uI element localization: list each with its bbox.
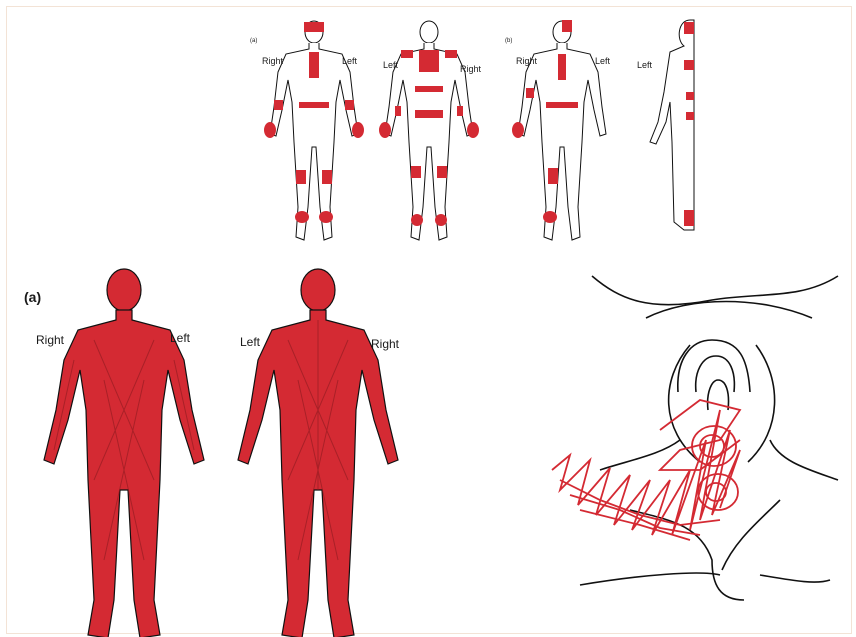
bottom-left-panel: (a) Right Left Left Right: [24, 269, 400, 637]
top-fig2-left-label: Left: [383, 60, 399, 70]
pelvic-drawing: [580, 276, 838, 600]
back-right-label: Right: [371, 337, 400, 351]
top-figure-1: [264, 21, 364, 240]
front-body-figure: [44, 269, 204, 637]
back-body-figure: [238, 269, 398, 637]
top-fig3-left-label: Left: [595, 56, 611, 66]
top-fig1-left-label: Left: [342, 56, 358, 66]
panel-a-label: (a): [24, 289, 41, 305]
top-fig2-right-label: Right: [460, 64, 482, 74]
top-figure-2: [379, 21, 479, 240]
back-left-label: Left: [240, 335, 261, 349]
top-fig3-right-label: Right: [516, 56, 538, 66]
top-figure-4: [650, 20, 694, 230]
top-panel-marker-a: (a): [250, 38, 257, 44]
top-figure-3: [512, 20, 606, 240]
top-fig1-right-label: Right: [262, 56, 284, 66]
top-panel-marker-b: (b): [505, 38, 512, 44]
front-right-label: Right: [36, 333, 65, 347]
front-left-label: Left: [170, 331, 191, 345]
pelvic-pain-shading: [552, 400, 740, 540]
top-fig4-left-label: Left: [637, 60, 653, 70]
top-panel: (a) (b) Right Left: [250, 20, 694, 240]
